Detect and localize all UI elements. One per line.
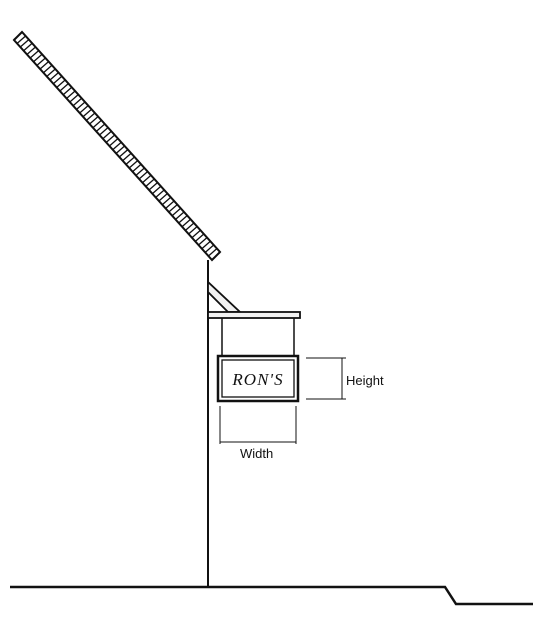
roof-shingle-tick — [148, 182, 158, 191]
roof-shingle-tick — [168, 204, 178, 213]
width-dimension — [219, 406, 297, 444]
roof-shingle-tick — [185, 222, 195, 231]
roof — [12, 30, 222, 262]
roof-shingle-tick — [198, 237, 208, 246]
bracket-brace — [207, 279, 243, 313]
roof-shingle-tick — [46, 68, 56, 77]
roof-shingle-tick — [66, 90, 76, 99]
roof-shingle-tick — [162, 197, 171, 205]
roof-shingle-tick — [178, 215, 188, 224]
bracket-arm — [207, 311, 301, 319]
roof-shingle-tick — [142, 175, 152, 183]
roof-shingle-tick — [188, 226, 198, 235]
roof-shingle-tick — [132, 164, 142, 172]
sign-text-part-1: RON — [231, 370, 270, 389]
sign-board: RON'S — [216, 354, 300, 403]
roof-shingle-tick — [115, 145, 125, 154]
roof-shingle-tick — [36, 57, 46, 66]
roof-shingle-tick — [112, 142, 122, 150]
sign-text: RON'S — [231, 370, 283, 389]
roof-shingle-tick — [69, 94, 79, 103]
roof-shingle-tick — [195, 233, 204, 242]
width-label: Width — [240, 446, 273, 461]
roof-shingle-tick — [43, 65, 53, 73]
roof-shingle-tick — [33, 54, 43, 62]
roof-shingle-tick — [53, 76, 63, 84]
roof-shingles — [13, 32, 221, 260]
roof-shingle-tick — [39, 61, 49, 70]
roof-shingle-tick — [155, 189, 165, 198]
roof-shingle-tick — [165, 200, 175, 209]
roof-shingle-tick — [30, 50, 39, 59]
roof-shingle-tick — [125, 156, 135, 165]
roof-shingle-tick — [171, 208, 181, 216]
roof-shingle-tick — [79, 105, 89, 114]
height-label: Height — [346, 373, 384, 388]
height-dimension — [306, 357, 346, 400]
roof-shingle-tick — [63, 87, 72, 95]
roof-shingle-tick — [175, 211, 185, 220]
roof-shingle-tick — [82, 109, 92, 117]
sign-apostrophe: ' — [269, 370, 274, 389]
roof-shingle-tick — [191, 230, 201, 238]
roof-shingle-tick — [135, 167, 145, 176]
roof-shingle-tick — [96, 123, 105, 132]
roof-shingle-tick — [72, 98, 82, 106]
sign-inner-frame — [221, 359, 295, 398]
roof-shingle-tick — [76, 101, 86, 110]
roof-shingle-tick — [145, 178, 155, 187]
roof-shingle-tick — [13, 32, 23, 40]
roof-shingle-tick — [208, 248, 218, 257]
roof-shingle-tick — [109, 138, 119, 147]
ground-line — [10, 585, 533, 606]
roof-shingle-tick — [129, 160, 138, 169]
sign-text-part-2: S — [274, 370, 284, 389]
roof-shingle-tick — [211, 252, 221, 260]
roof-shingle-tick — [86, 112, 96, 121]
roof-shingle-tick — [49, 72, 59, 81]
roof-shingle-tick — [105, 134, 115, 143]
roof-shingle-tick — [119, 149, 129, 158]
roof-shingle-tick — [201, 241, 211, 249]
roof-shingle-tick — [122, 153, 132, 161]
roof-shingle-tick — [204, 244, 214, 253]
roof-shingle-tick — [20, 39, 30, 48]
roof-shingle-tick — [56, 79, 66, 88]
roof-shingle-tick — [181, 219, 191, 227]
roof-shingle-tick — [23, 43, 33, 51]
roof-shingle-tick — [158, 193, 168, 202]
roof-shingle-tick — [138, 171, 148, 180]
roof-shingle-tick — [16, 35, 26, 44]
roof-shingle-tick — [26, 46, 36, 55]
roof-shingle-tick — [92, 120, 102, 128]
roof-shingle-tick — [152, 186, 162, 194]
roof-shingle-tick — [89, 116, 99, 125]
roof-shingle-tick — [99, 127, 109, 136]
roof-shingle-tick — [59, 83, 69, 92]
roof-shingle-tick — [102, 131, 112, 139]
